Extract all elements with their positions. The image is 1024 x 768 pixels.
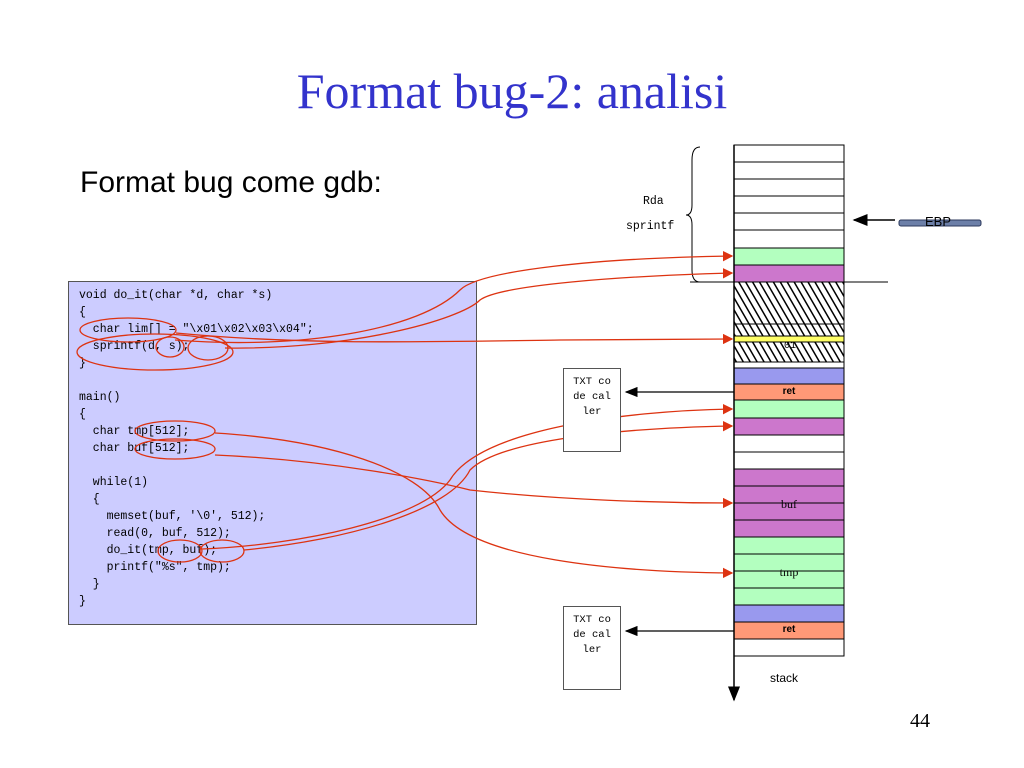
- arrow-buf-to-magenta: [243, 420, 734, 551]
- code-line: read(0, buf, 512);: [79, 527, 231, 540]
- slide-subtitle: Format bug come gdb:: [80, 166, 382, 199]
- txt-code-caller-label: TXT code caller: [573, 614, 611, 656]
- buf-label: buf: [781, 497, 797, 511]
- arrow-d-to-green: [174, 250, 734, 344]
- code-line: }: [79, 357, 86, 370]
- txt-code-caller-box-2: TXT code caller: [563, 606, 621, 690]
- stack-cell-hatched: [733, 281, 845, 325]
- stack-upper-frame: [733, 144, 845, 249]
- code-line: {: [79, 493, 100, 506]
- circle-buf-arg: [199, 539, 245, 563]
- code-line: char tmp[512];: [79, 425, 190, 438]
- ebp-label: EBP: [925, 214, 952, 229]
- lim-bytes-label: 01: [783, 341, 796, 352]
- stack-label: stack: [770, 671, 799, 685]
- stack-cell-saved-ebp: [733, 367, 845, 385]
- code-line: }: [79, 578, 100, 591]
- stack-cell-green: [733, 247, 845, 266]
- ret-label-2: ret: [782, 624, 796, 635]
- code-line: char lim[] = "\x01\x02\x03\x04";: [79, 323, 314, 336]
- circle-sprintf: [76, 333, 234, 371]
- code-line: while(1): [79, 476, 149, 489]
- code-line: {: [79, 306, 86, 319]
- code-line: }: [79, 595, 86, 608]
- txt-code-caller-label: TXT code caller: [573, 376, 611, 418]
- stack-cell-lim-hatched: [733, 323, 845, 337]
- tmp-label: tmp: [779, 565, 799, 579]
- stack-cell-saved-ebp-2: [733, 604, 845, 623]
- arrow-lim-to-stack: [175, 332, 734, 345]
- stack-cell-white-3: [733, 638, 845, 657]
- sprintf-frame-brace: [685, 146, 701, 283]
- circle-lim: [79, 317, 177, 343]
- code-line: sprintf(d, s);: [79, 340, 190, 353]
- circle-d: [155, 336, 185, 358]
- circle-tmp-decl: [134, 420, 216, 442]
- code-line: main(): [79, 391, 121, 404]
- circle-buf-decl: [134, 438, 216, 460]
- arrow-tmp-to-green: [201, 403, 734, 550]
- stack-cell-magenta-2: [733, 417, 845, 436]
- circle-s: [187, 335, 229, 361]
- arrow-tmp-decl-to-tmp: [214, 432, 734, 579]
- code-line: printf("%s", tmp);: [79, 561, 231, 574]
- slide-title: Format bug-2: analisi: [296, 63, 728, 119]
- stack-cell-green-2: [733, 399, 845, 419]
- ebp-button: [898, 219, 982, 227]
- code-line: {: [79, 408, 86, 421]
- page-number: 44: [910, 710, 930, 732]
- code-line: memset(buf, '\0', 512);: [79, 510, 266, 523]
- arrow-s-to-magenta: [224, 268, 734, 349]
- sprintf-label: sprintf: [626, 220, 675, 233]
- stack-cell-white: [733, 361, 845, 369]
- circle-tmp-arg: [157, 539, 203, 563]
- rda-label: Rda: [643, 195, 664, 208]
- code-line: void do_it(char *d, char *s): [79, 289, 273, 302]
- code-panel: [68, 281, 477, 625]
- ret-label-1: ret: [782, 386, 796, 397]
- txt-code-caller-box-1: TXT code caller: [563, 368, 621, 452]
- code-line: char buf[512];: [79, 442, 190, 455]
- arrow-buf-decl-to-buf: [214, 454, 734, 509]
- stack-cell-magenta: [733, 264, 845, 283]
